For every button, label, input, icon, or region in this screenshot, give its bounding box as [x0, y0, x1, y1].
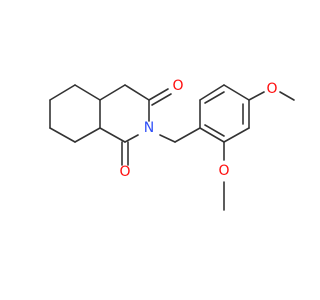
- ethyl-linker: [159, 127, 201, 143]
- bond: [99, 127, 126, 143]
- bond: [49, 127, 76, 143]
- atom-n-imide: N: [144, 120, 154, 136]
- molecule-diagram: O O N O O: [49, 78, 295, 211]
- bond: [124, 84, 150, 101]
- carbonyl-top: [148, 88, 172, 106]
- bond: [248, 91, 265, 101]
- carbonyl-bottom: [121, 141, 129, 166]
- bond: [151, 93, 172, 106]
- bond: [204, 91, 225, 104]
- bond: [223, 84, 250, 101]
- bond: [223, 127, 250, 143]
- bond: [148, 88, 169, 101]
- bond: [74, 127, 101, 143]
- bond: [204, 124, 225, 137]
- structure-canvas: O O N O O: [49, 78, 295, 211]
- benzene-ring: [199, 84, 250, 143]
- bond: [199, 127, 225, 143]
- atom-o-methoxy-meta: O: [218, 163, 229, 179]
- imide-ring: [99, 84, 150, 143]
- bond: [99, 84, 126, 101]
- atom-o-ketone-bottom: O: [119, 164, 130, 180]
- bond: [174, 127, 201, 143]
- bond: [74, 84, 101, 101]
- methoxy-para: [248, 91, 295, 101]
- bond: [124, 134, 139, 143]
- atom-o-methoxy-para: O: [266, 81, 277, 97]
- bond: [49, 84, 76, 101]
- bond: [279, 91, 295, 101]
- atom-o-ketone-top: O: [172, 78, 183, 94]
- cyclohexane-ring: [49, 84, 101, 143]
- bond: [199, 84, 225, 101]
- bond: [159, 134, 176, 143]
